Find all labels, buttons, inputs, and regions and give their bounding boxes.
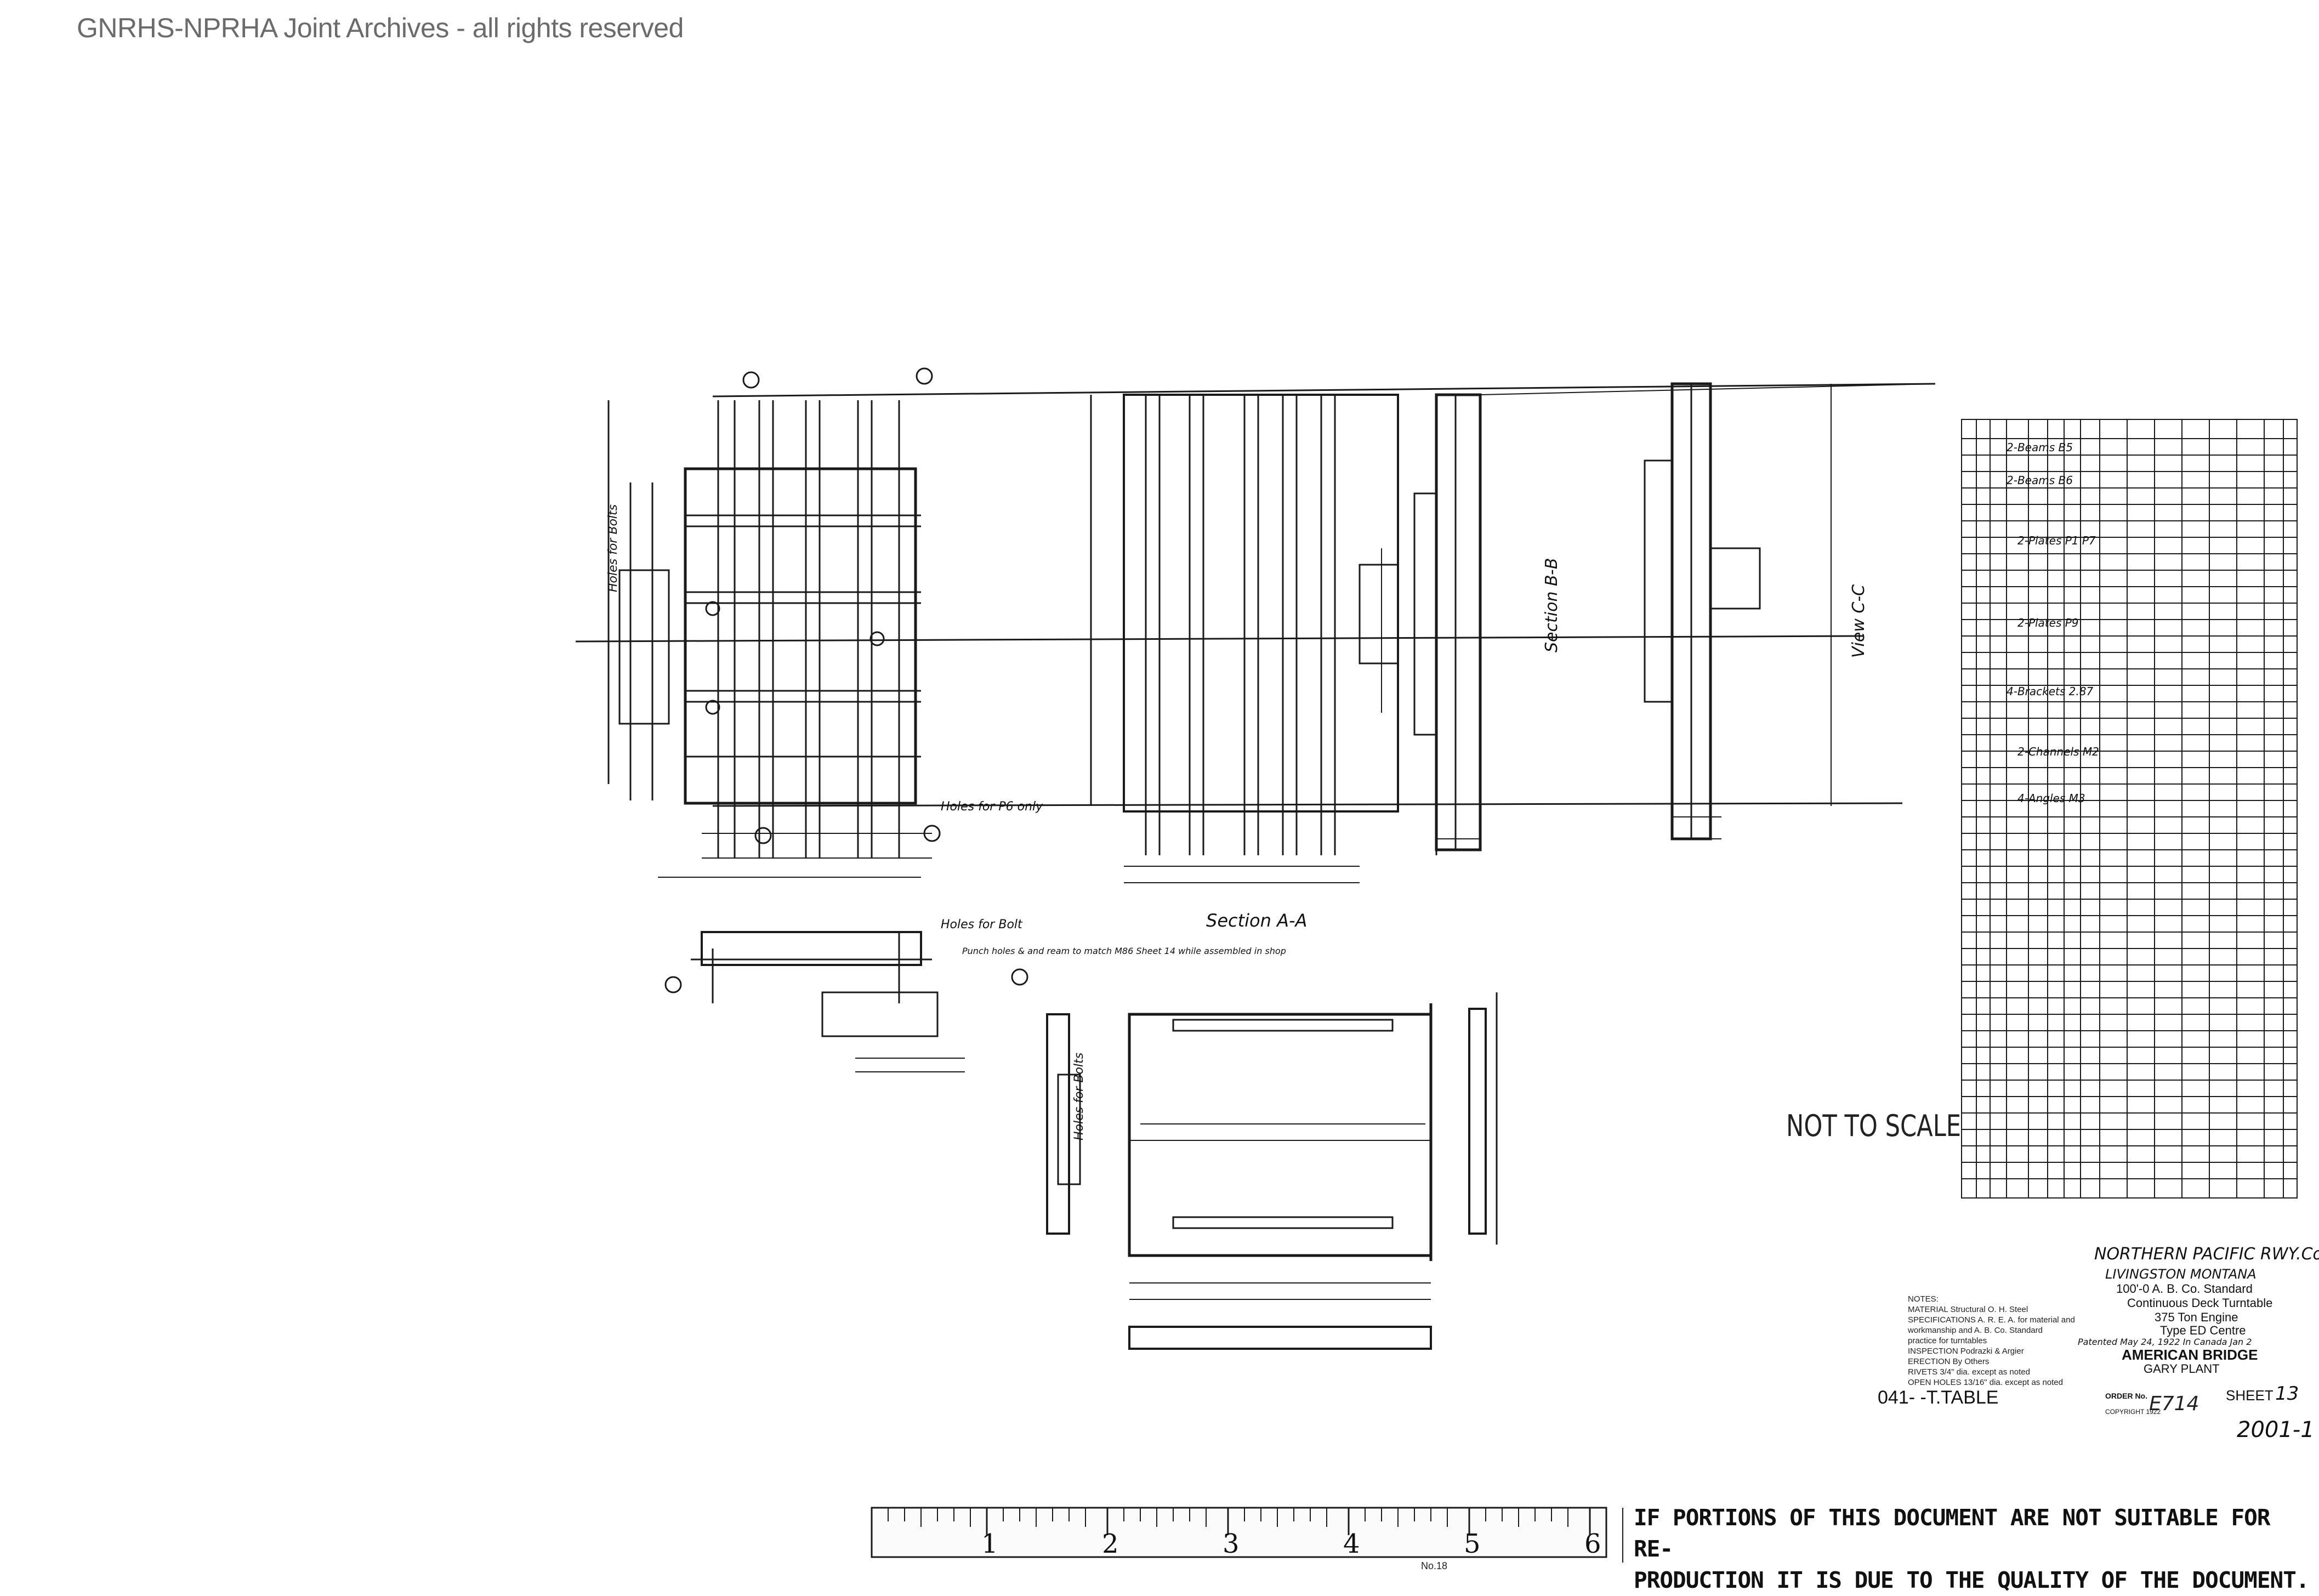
- note-line: workmanship and A. B. Co. Standard: [1908, 1326, 2043, 1335]
- view-cc-label: View C-C: [1849, 584, 1868, 658]
- title-block: NORTHERN PACIFIC RWY.Co. LIVINGSTON MONT…: [1886, 1245, 2319, 1436]
- patent-note: Patented May 24, 1922 In Canada Jan 2: [2078, 1337, 2252, 1347]
- holes-for-bolts-callout: Holes for Bolts: [606, 504, 620, 592]
- drawing-caption: 041- -T.TABLE: [1878, 1387, 1999, 1408]
- ruler-label: No.18: [1421, 1560, 1447, 1571]
- bottom-plate-view: [1046, 992, 1498, 1350]
- note-line: NOTES:: [1908, 1294, 1939, 1304]
- ruler-mark-3: 3: [1223, 1529, 1240, 1559]
- copyright: COPYRIGHT 1922: [2105, 1408, 2161, 1416]
- note-line: INSPECTION Podrazki & Argier: [1908, 1347, 2024, 1356]
- railway-name: NORTHERN PACIFIC RWY.Co.: [2094, 1245, 2319, 1264]
- bottom-left-detail: [664, 931, 1028, 1072]
- drawing-notes: NOTES: MATERIAL Structural O. H. Steel S…: [1908, 1294, 2138, 1388]
- ruler-mark-6: 6: [1584, 1529, 1601, 1559]
- disclaimer-line: PRODUCTION IT IS DUE TO THE QUALITY OF T…: [1634, 1567, 2310, 1593]
- ruler: [871, 1507, 1623, 1563]
- note-line: MATERIAL Structural O. H. Steel: [1908, 1305, 2028, 1314]
- punch-holes-note: Punch holes & and ream to match M86 Shee…: [962, 946, 1286, 956]
- ruler-mark-5: 5: [1464, 1529, 1481, 1559]
- bom-group: 4-Angles M3: [2017, 792, 2085, 805]
- ruler-mark-2: 2: [1102, 1529, 1119, 1559]
- note-line: OPEN HOLES 13/16" dia. except as noted: [1908, 1378, 2063, 1387]
- not-to-scale-label: NOT TO SCALE: [1786, 1109, 1962, 1143]
- left-assembly-view: [607, 367, 941, 878]
- bom-group: 4-Brackets 2.87: [2007, 685, 2093, 698]
- holes-for-bolts-callout-2: Holes for Bolts: [1072, 1053, 1086, 1140]
- order-label: ORDER No.: [2105, 1391, 2147, 1400]
- section-bb-view: [1413, 383, 1936, 855]
- plant-name: GARY PLANT: [2144, 1362, 2220, 1376]
- ruler-mark-1: 1: [981, 1529, 998, 1559]
- sheet-label: SHEET: [2226, 1387, 2273, 1404]
- section-aa-label: Section A-A: [1206, 910, 1307, 931]
- section-aa-view: [1090, 394, 1399, 883]
- title-line-4: Type ED Centre: [2160, 1324, 2246, 1337]
- note-line: RIVETS 3/4" dia. except as noted: [1908, 1367, 2030, 1377]
- disclaimer-line: IF PORTIONS OF THIS DOCUMENT ARE NOT SUI…: [1634, 1504, 2271, 1562]
- title-line-2: Continuous Deck Turntable: [2127, 1296, 2273, 1310]
- location: LIVINGSTON MONTANA: [2105, 1266, 2257, 1282]
- note-line: ERECTION By Others: [1908, 1357, 1990, 1366]
- bill-of-materials-grid: [1961, 419, 2298, 1199]
- bom-group: 2-Beams B6: [2007, 474, 2073, 487]
- note-line: practice for turntables: [1908, 1336, 1987, 1345]
- archive-watermark: GNRHS-NPRHA Joint Archives - all rights …: [77, 13, 684, 43]
- bom-group: 2-Plates P1 P7: [2017, 534, 2096, 547]
- bom-group: 2-Plates P9: [2017, 616, 2079, 629]
- holes-for-p6-callout: Holes for P6 only: [941, 800, 1043, 814]
- title-line-3: 375 Ton Engine: [2155, 1310, 2238, 1324]
- company-name: AMERICAN BRIDGE: [2122, 1347, 2258, 1363]
- title-line-1: 100'-0 A. B. Co. Standard: [2116, 1282, 2253, 1296]
- bom-group: 2-Beams B5: [2007, 441, 2073, 454]
- order-number: E714: [2149, 1393, 2199, 1415]
- view-cc-view: [1644, 382, 1832, 840]
- ruler-mark-4: 4: [1343, 1529, 1360, 1559]
- reproduction-disclaimer: IF PORTIONS OF THIS DOCUMENT ARE NOT SUI…: [1634, 1502, 2314, 1596]
- note-line: SPECIFICATIONS A. R. E. A. for material …: [1908, 1315, 2075, 1325]
- handwritten-number: 2001-1: [2237, 1417, 2315, 1442]
- section-bb-label: Section B-B: [1542, 558, 1561, 652]
- sheet-number: 13: [2275, 1383, 2299, 1405]
- holes-for-bolt-callout: Holes for Bolt: [941, 918, 1023, 932]
- bom-group: 2-Channels M2: [2017, 745, 2099, 758]
